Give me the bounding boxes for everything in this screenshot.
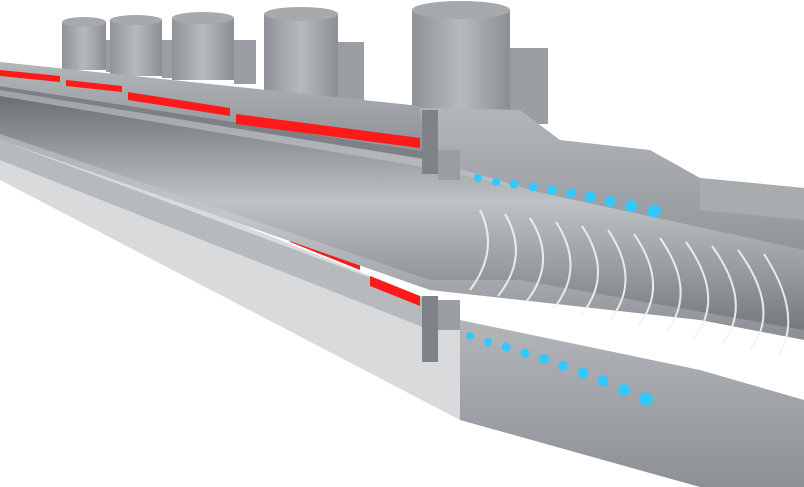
motor-canisters	[62, 1, 548, 124]
motor-canister	[412, 1, 548, 124]
screw-flights	[469, 209, 790, 357]
motor-canister	[172, 12, 256, 84]
motor-canister	[110, 15, 180, 78]
lower-barrel-shell	[0, 128, 460, 420]
motor-canister	[264, 7, 364, 102]
upper-heater-bands	[0, 70, 420, 148]
lower-cooling-channels	[466, 332, 653, 406]
upper-cooling-channels	[474, 174, 661, 218]
extruder-screw	[0, 96, 804, 330]
barrel-die-flange	[422, 110, 460, 362]
